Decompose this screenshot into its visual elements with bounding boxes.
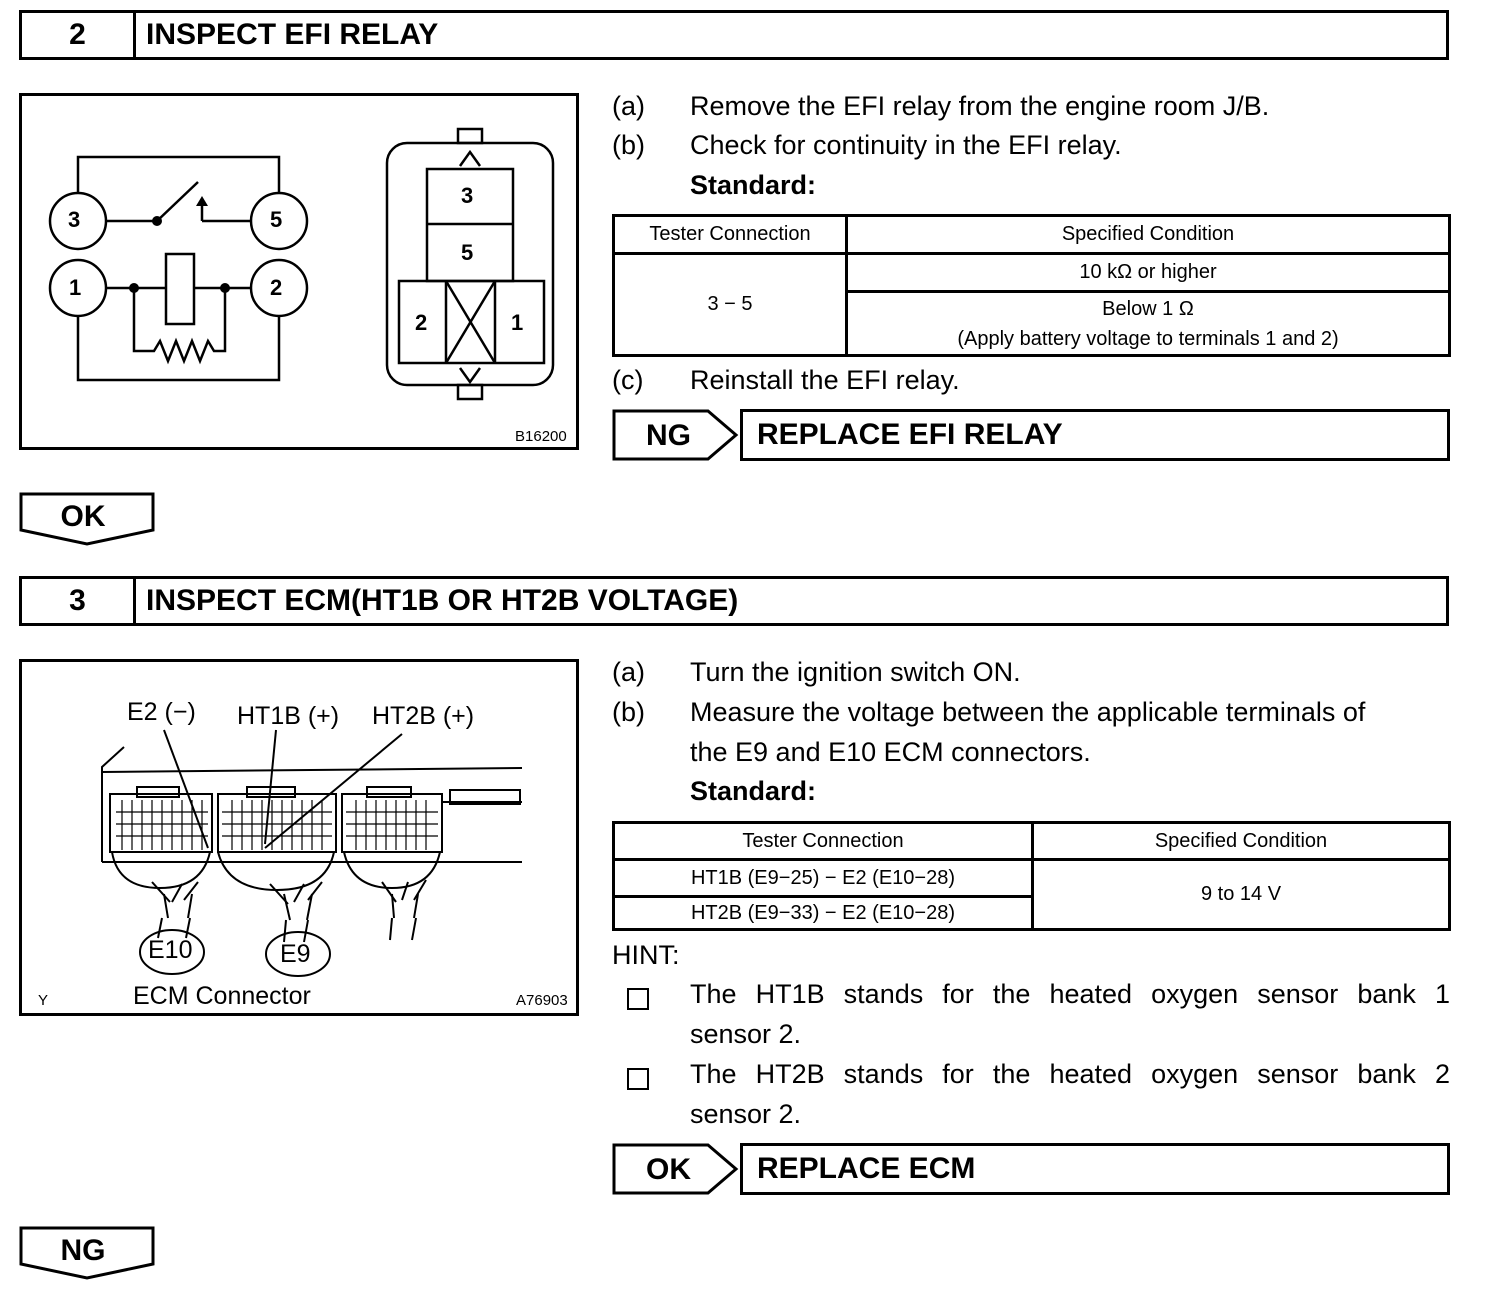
step-3-standard-label: Standard: — [690, 776, 817, 806]
relay-terminal-2: 2 — [270, 275, 283, 300]
step-3-ng-flow: NG — [19, 1226, 155, 1282]
step-3-instruction-b-cont: the E9 and E10 ECM connectors. — [690, 737, 1091, 767]
ok-arrow-icon — [612, 1143, 739, 1195]
step-2-spec-table: Tester Connection Specified Condition 3 … — [612, 214, 1451, 357]
result-tag: OK — [646, 1153, 691, 1186]
table-header: Specified Condition — [845, 214, 1451, 255]
bullet-box-icon — [627, 1068, 649, 1090]
flow-label: NG — [60, 1234, 106, 1267]
step-3-instruction-b-label: (b) — [612, 697, 645, 727]
result-action: REPLACE ECM — [740, 1143, 1450, 1195]
step-2-instruction-b-label: (b) — [612, 130, 645, 160]
label-e2: E2 (−) — [127, 698, 196, 726]
step-3-header: 3 INSPECT ECM(HT1B OR HT2B VOLTAGE) — [19, 576, 1449, 626]
table-cell-condition: 9 to 14 V — [1031, 858, 1451, 931]
result-action: REPLACE EFI RELAY — [740, 409, 1450, 461]
table-header: Tester Connection — [612, 214, 848, 255]
ecm-connector-figure: E2 (−) HT1B (+) HT2B (+) E10 E9 ECM Conn… — [19, 659, 579, 1016]
step-3-spec-table: Tester Connection Specified Condition HT… — [612, 821, 1451, 931]
step-2-instruction-b: Check for continuity in the EFI relay. — [690, 130, 1122, 160]
ng-arrow-icon — [612, 409, 739, 461]
step-3-number: 3 — [22, 579, 136, 623]
relay-terminal-1: 1 — [69, 275, 82, 300]
step-3-instruction-b: Measure the voltage between the applicab… — [690, 697, 1366, 727]
connector-e9: E9 — [280, 940, 311, 968]
step-2-result-ng: NG REPLACE EFI RELAY — [612, 409, 1450, 461]
connector-pin-2: 2 — [415, 310, 428, 335]
step-2-instruction-c: Reinstall the EFI relay. — [690, 365, 960, 395]
connector-pin-5: 5 — [461, 240, 474, 265]
connector-pin-1: 1 — [511, 310, 524, 335]
table-header: Tester Connection — [612, 821, 1034, 861]
step-2-header: 2 INSPECT EFI RELAY — [19, 10, 1449, 60]
step-3-instruction-a: Turn the ignition switch ON. — [690, 657, 1021, 687]
bullet-box-icon — [627, 988, 649, 1010]
efi-relay-figure: 3 5 1 2 3 5 2 1 B16200 — [19, 93, 579, 450]
condition-line: Below 1 Ω — [1102, 297, 1194, 320]
figure-caption: ECM Connector — [133, 982, 311, 1010]
figure-code: A76903 — [516, 992, 568, 1009]
hint-1-cont: sensor 2. — [690, 1019, 802, 1049]
figure-corner-mark: Y — [38, 992, 49, 1009]
connector-pin-3: 3 — [461, 183, 474, 208]
step-2-title: INSPECT EFI RELAY — [146, 18, 439, 51]
table-cell-condition: Below 1 Ω (Apply battery voltage to term… — [845, 290, 1451, 357]
label-ht1b: HT1B (+) — [237, 702, 340, 730]
down-arrow-icon — [19, 1226, 155, 1280]
table-cell-condition: 10 kΩ or higher — [845, 252, 1451, 293]
hint-2: The HT2B stands for the heated oxygen se… — [690, 1059, 1450, 1089]
flow-label: OK — [60, 500, 106, 533]
label-ht2b: HT2B (+) — [372, 702, 475, 730]
table-cell-connection: HT2B (E9−33) − E2 (E10−28) — [612, 895, 1034, 931]
hint-label: HINT: — [612, 940, 680, 970]
efi-relay-diagram — [48, 127, 555, 401]
relay-terminal-5: 5 — [270, 207, 283, 232]
table-cell-connection: HT1B (E9−25) − E2 (E10−28) — [612, 858, 1034, 898]
result-tag: NG — [646, 419, 691, 452]
figure-code: B16200 — [515, 428, 567, 445]
step-2-instruction-c-label: (c) — [612, 365, 644, 395]
step-2-ok-flow: OK — [19, 492, 155, 548]
table-cell-connection: 3 − 5 — [612, 252, 848, 357]
step-3-instruction-a-label: (a) — [612, 657, 645, 687]
step-2-number: 2 — [22, 13, 136, 57]
ecm-connector-diagram — [101, 729, 523, 977]
step-2-instruction-a: Remove the EFI relay from the engine roo… — [690, 91, 1270, 121]
step-3-result-ok: OK REPLACE ECM — [612, 1143, 1450, 1195]
step-3-title: INSPECT ECM(HT1B OR HT2B VOLTAGE) — [146, 584, 739, 617]
step-2-instruction-a-label: (a) — [612, 91, 645, 121]
hint-1: The HT1B stands for the heated oxygen se… — [690, 979, 1450, 1009]
down-arrow-icon — [19, 492, 155, 546]
relay-terminal-3: 3 — [68, 207, 81, 232]
table-header: Specified Condition — [1031, 821, 1451, 861]
connector-e10: E10 — [148, 936, 193, 964]
hint-2-cont: sensor 2. — [690, 1099, 802, 1129]
condition-line: (Apply battery voltage to terminals 1 an… — [957, 327, 1339, 350]
step-2-standard-label: Standard: — [690, 170, 817, 200]
